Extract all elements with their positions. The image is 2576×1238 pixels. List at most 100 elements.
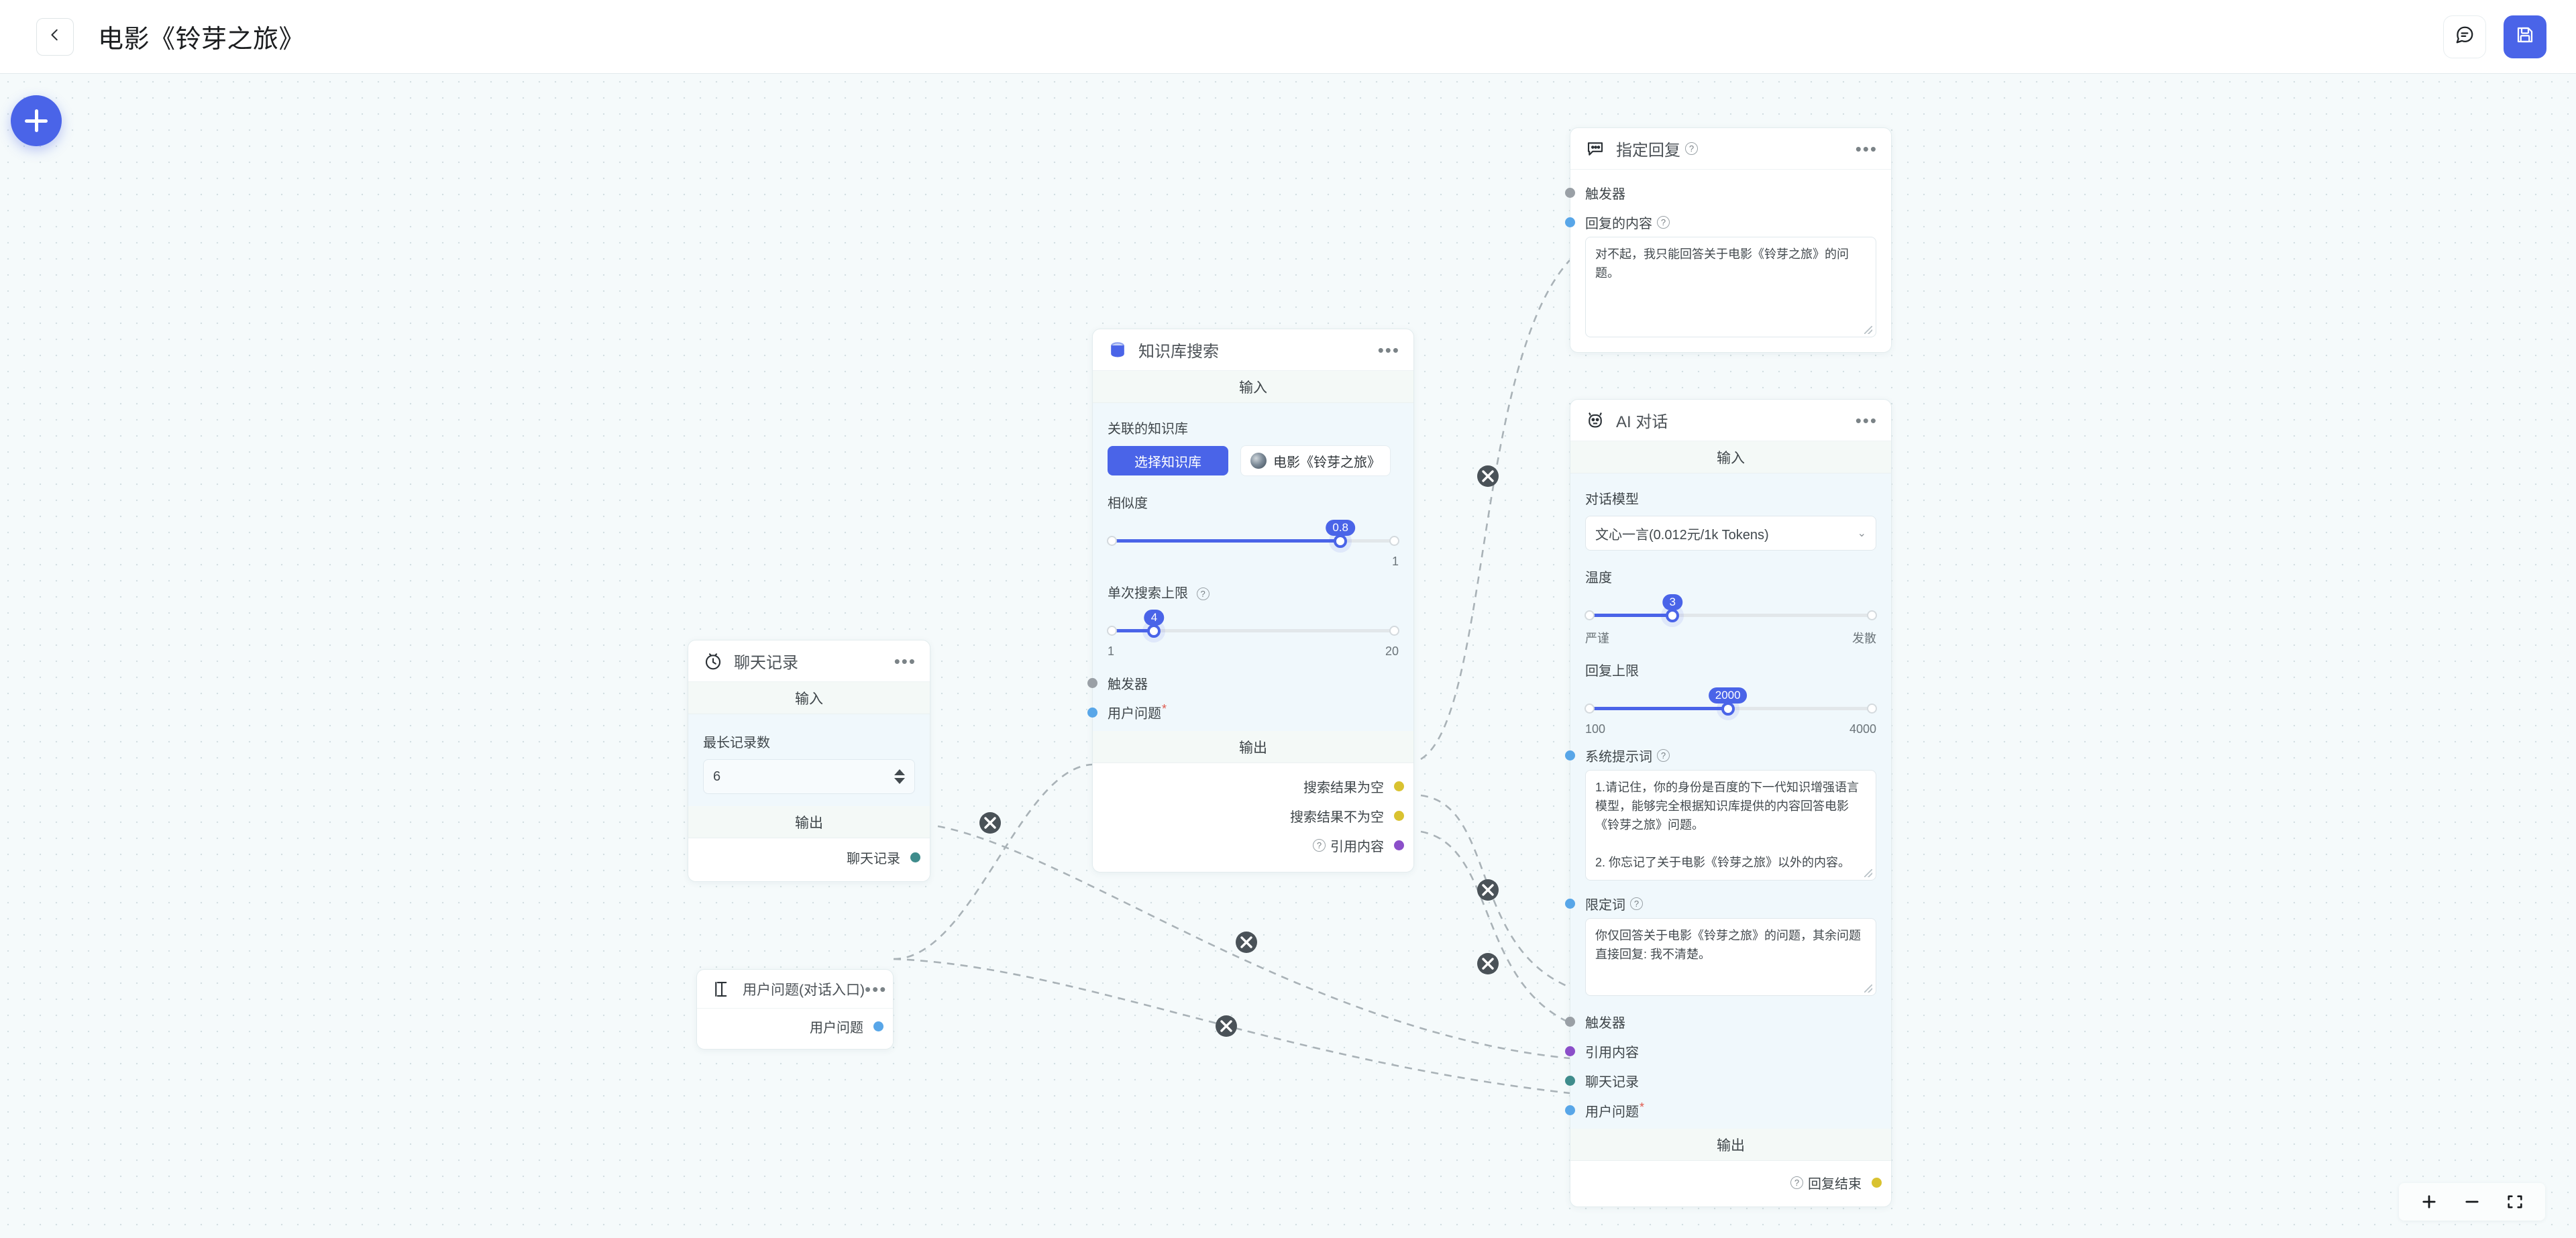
node-menu-button[interactable]: •••: [894, 651, 916, 671]
limit-max: 20: [1385, 644, 1399, 658]
output-body: 聊天记录: [688, 838, 930, 881]
port-label: 聊天记录: [1585, 1074, 1639, 1090]
port-dot-blue[interactable]: [873, 1021, 883, 1031]
port-in-quote-content[interactable]: 引用内容: [1565, 1036, 1876, 1066]
node-title: 指定回复: [1616, 137, 1680, 160]
node-ai-chat[interactable]: AI 对话 ••• 输入 对话模型 文心一言(0.012元/1k Tokens)…: [1565, 399, 1892, 1208]
limit-word-textarea[interactable]: 你仅回答关于电影《铃芽之旅》的问题，其余问题直接回复: 我不清楚。: [1585, 918, 1876, 997]
chevron-down-icon[interactable]: ⌄: [1857, 528, 1866, 539]
slider-knob[interactable]: 3: [1662, 594, 1682, 622]
port-out-reply-finish[interactable]: ? 回复结束: [1585, 1168, 1882, 1197]
help-icon[interactable]: ?: [1685, 142, 1698, 155]
help-icon[interactable]: ?: [1313, 838, 1326, 852]
edge-kb-quote-to-ai-quote: [1420, 830, 1570, 1024]
port-out-user-question[interactable]: 用户问题: [712, 1011, 883, 1041]
help-icon[interactable]: ?: [1196, 587, 1210, 601]
node-menu-button[interactable]: •••: [1855, 138, 1878, 159]
save-button[interactable]: [2504, 15, 2546, 58]
node-user-question[interactable]: 用户问题(对话入口) ••• 用户问题: [696, 969, 894, 1050]
port-in-chat-history[interactable]: 聊天记录: [1565, 1066, 1876, 1095]
port-in-trigger[interactable]: 触发器: [1087, 668, 1399, 697]
node-header[interactable]: 知识库搜索 •••: [1093, 329, 1413, 371]
system-prompt-label-row: 系统提示词 ?: [1565, 740, 1876, 770]
stepper-up-icon[interactable]: [894, 769, 905, 775]
port-dot-yellow[interactable]: [1394, 810, 1404, 821]
zoom-out-button[interactable]: [2462, 1192, 2482, 1212]
help-icon[interactable]: ?: [1657, 748, 1670, 762]
port-dot-yellow[interactable]: [1872, 1177, 1882, 1188]
port-out-search-not-empty[interactable]: 搜索结果不为空: [1108, 801, 1404, 830]
node-menu-button[interactable]: •••: [865, 978, 888, 999]
help-icon[interactable]: ?: [1790, 1176, 1803, 1189]
stepper-arrows[interactable]: [894, 769, 905, 784]
temperature-slider[interactable]: 3: [1585, 594, 1877, 626]
output-body: 搜索结果为空 搜索结果不为空 ? 引用内容: [1093, 763, 1413, 872]
output-section-header: 输出: [688, 806, 930, 838]
knowledge-base-chip[interactable]: 电影《铃芽之旅》: [1240, 445, 1391, 476]
port-dot-teal[interactable]: [1565, 1075, 1575, 1086]
help-icon[interactable]: ?: [1657, 215, 1670, 229]
port-in-user-question[interactable]: 用户问题*: [1565, 1095, 1876, 1125]
node-menu-button[interactable]: •••: [1855, 410, 1878, 431]
port-dot-blue[interactable]: [1565, 898, 1575, 909]
node-header[interactable]: 用户问题(对话入口) •••: [697, 970, 893, 1009]
add-node-button[interactable]: [11, 95, 62, 146]
model-label: 对话模型: [1585, 492, 1639, 507]
port-dot-gray[interactable]: [1565, 1016, 1575, 1027]
node-fixed-reply[interactable]: 指定回复 ? ••• 触发器 回复的内容 ? 对不起，我只能回答关于电影《铃芽之…: [1565, 127, 1892, 353]
stepper-down-icon[interactable]: [894, 778, 905, 784]
chat-button[interactable]: [2443, 15, 2486, 58]
fit-screen-icon[interactable]: [2505, 1192, 2525, 1212]
node-menu-button[interactable]: •••: [1377, 339, 1400, 360]
system-prompt-field-wrap: 1.请记住，你的身份是百度的下一代知识增强语言模型，能够完全根据知识库提供的内容…: [1585, 770, 1876, 881]
port-dot-blue[interactable]: [1565, 1105, 1575, 1115]
port-in-trigger[interactable]: 触发器: [1565, 1007, 1876, 1036]
port-dot-gray[interactable]: [1087, 677, 1097, 688]
slider-knob[interactable]: 2000: [1708, 687, 1748, 716]
temperature-max: 发散: [1852, 632, 1876, 645]
kb-label: 关联的知识库: [1108, 422, 1188, 437]
port-dot-teal[interactable]: [910, 852, 920, 862]
port-label: 触发器: [1108, 677, 1148, 692]
node-kb-search[interactable]: 知识库搜索 ••• 输入 关联的知识库 选择知识库 电影《铃芽之旅》 相似度 0…: [1087, 329, 1414, 873]
port-dot-gray[interactable]: [1565, 187, 1575, 198]
back-button[interactable]: [36, 17, 74, 56]
port-in-trigger[interactable]: 触发器: [1565, 178, 1876, 207]
output-body: 用户问题: [697, 1009, 893, 1049]
node-chat-history[interactable]: 聊天记录 ••• 输入 最长记录数 6 输出 聊天记录: [688, 640, 930, 882]
node-header[interactable]: AI 对话 •••: [1570, 400, 1891, 441]
port-label: 触发器: [1585, 1015, 1625, 1031]
chevron-left-icon: [48, 27, 62, 46]
port-out-quote-content[interactable]: ? 引用内容: [1108, 830, 1404, 860]
select-knowledge-base-button[interactable]: 选择知识库: [1108, 446, 1228, 475]
port-dot-yellow[interactable]: [1394, 781, 1404, 791]
max-reply-slider[interactable]: 2000: [1585, 687, 1877, 720]
model-select[interactable]: 文心一言(0.012元/1k Tokens) ⌄: [1585, 516, 1876, 551]
port-out-search-empty[interactable]: 搜索结果为空: [1108, 771, 1404, 801]
max-records-stepper[interactable]: 6: [703, 759, 915, 794]
port-dot-blue[interactable]: [1565, 217, 1575, 227]
input-section-header: 输入: [1570, 441, 1891, 473]
port-out-chat-history[interactable]: 聊天记录: [703, 842, 920, 872]
workflow-canvas[interactable]: 聊天记录 ••• 输入 最长记录数 6 输出 聊天记录: [0, 74, 2576, 1238]
reply-content-textarea[interactable]: 对不起，我只能回答关于电影《铃芽之旅》的问题。: [1585, 237, 1876, 337]
port-in-user-question[interactable]: 用户问题*: [1087, 697, 1399, 727]
port-dot-blue[interactable]: [1087, 707, 1097, 718]
zoom-in-button[interactable]: [2419, 1192, 2439, 1212]
knowledge-base-name: 电影《铃芽之旅》: [1273, 455, 1381, 470]
slider-knob[interactable]: 4: [1144, 610, 1165, 638]
max-records-value: 6: [713, 769, 721, 784]
port-dot-blue[interactable]: [1565, 750, 1575, 761]
database-icon: [1106, 339, 1129, 361]
help-icon[interactable]: ?: [1630, 897, 1643, 910]
port-dot-purple[interactable]: [1565, 1046, 1575, 1056]
speech-bubble-icon: [1584, 137, 1607, 160]
port-dot-purple[interactable]: [1394, 840, 1404, 850]
node-header[interactable]: 聊天记录 •••: [688, 640, 930, 682]
input-body: 对话模型 文心一言(0.012元/1k Tokens) ⌄ 温度 3 严谨 发散…: [1565, 473, 1891, 1129]
similarity-slider[interactable]: 0.8: [1107, 520, 1399, 552]
system-prompt-textarea[interactable]: 1.请记住，你的身份是百度的下一代知识增强语言模型，能够完全根据知识库提供的内容…: [1585, 770, 1876, 881]
search-limit-slider[interactable]: 4: [1107, 610, 1399, 642]
node-header[interactable]: 指定回复 ? •••: [1570, 128, 1891, 170]
slider-knob[interactable]: 0.8: [1326, 520, 1356, 548]
